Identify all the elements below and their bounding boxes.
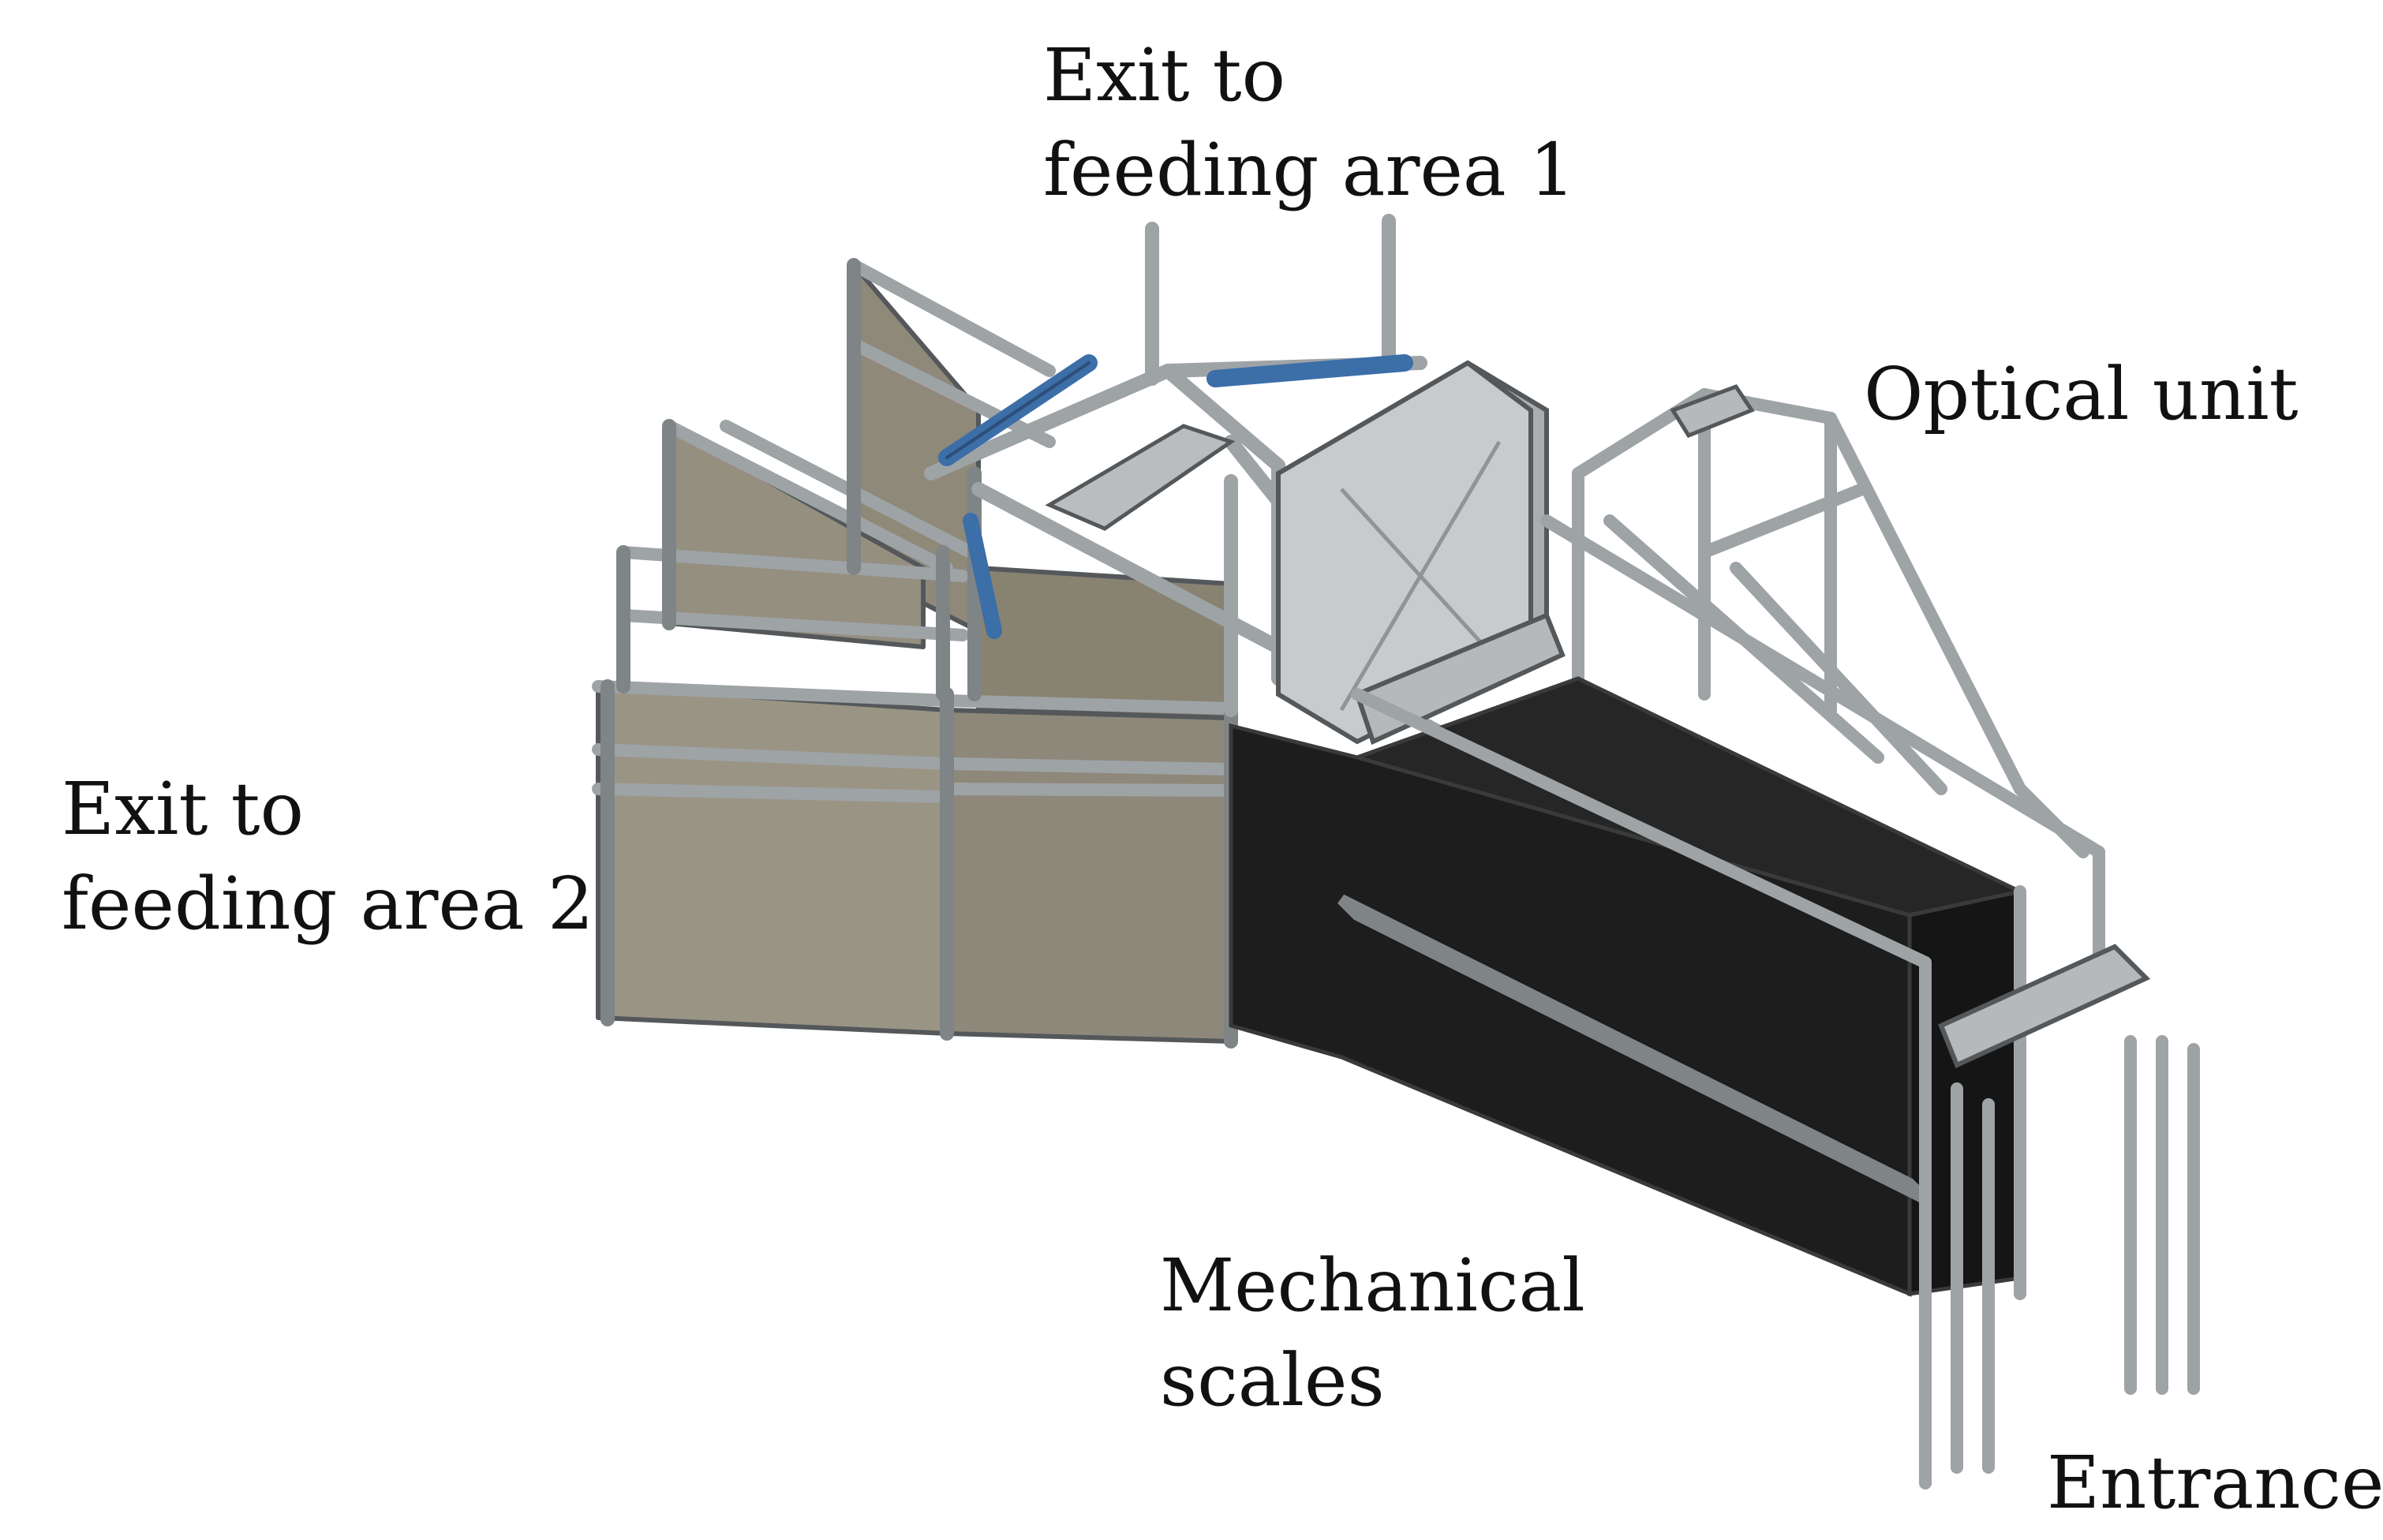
- label-entrance: Entrance: [2047, 1436, 2383, 1531]
- label-scales-line1: Mechanical: [1160, 1243, 1585, 1328]
- label-exit-2-line2: feeding area 2: [62, 862, 594, 946]
- scales-race: [1229, 676, 2026, 1297]
- label-mechanical-scales: Mechanical scales: [1160, 1239, 1585, 1428]
- label-optical-unit-line1: Optical unit: [1864, 352, 2299, 436]
- cross-beam: [1045, 424, 1236, 531]
- beige-pen-rails: [592, 259, 1237, 803]
- label-scales-line2: scales: [1160, 1338, 1385, 1422]
- optical-unit-frame: [1540, 388, 2105, 858]
- exit-1-gates: [938, 354, 1413, 639]
- race-top-rail: [1351, 688, 1932, 969]
- control-box: [1276, 360, 1566, 746]
- label-exit-2-line1: Exit to: [62, 767, 305, 851]
- entrance-gate: [1919, 846, 2200, 1490]
- label-exit-to-feeding-area-2: Exit to feeding area 2: [62, 762, 594, 951]
- label-entrance-line1: Entrance: [2047, 1441, 2383, 1525]
- label-optical-unit: Optical unit: [1864, 347, 2299, 442]
- label-exit-1-line1: Exit to: [1043, 33, 1286, 118]
- entrance-box: [1938, 944, 2151, 1069]
- camera-icon: [1670, 383, 1755, 439]
- label-exit-to-feeding-area-1: Exit to feeding area 1: [1043, 28, 1576, 218]
- label-exit-1-line2: feeding area 1: [1043, 128, 1576, 212]
